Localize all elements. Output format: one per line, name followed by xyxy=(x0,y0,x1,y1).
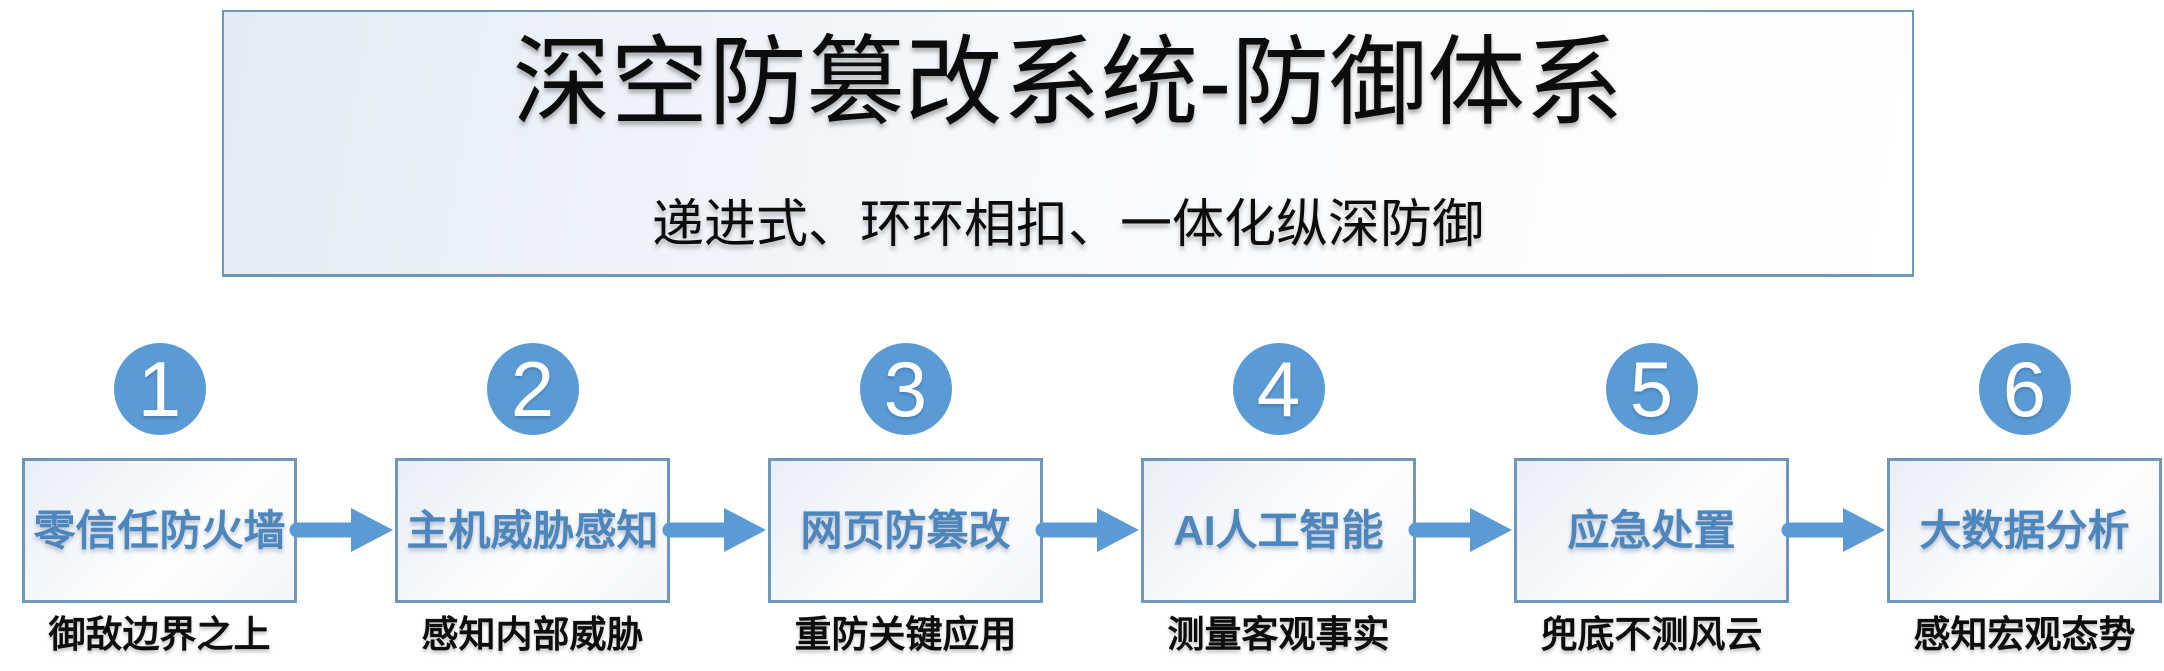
step-number: 5 xyxy=(1629,345,1674,433)
step-number-badge: 4 xyxy=(1232,343,1325,435)
step-caption: 测量客观事实 xyxy=(1167,614,1390,655)
flow-arrow-icon xyxy=(1781,508,1885,552)
step-number-badge: 2 xyxy=(486,343,579,435)
step-box: 网页防篡改 xyxy=(768,458,1043,603)
step-label: 大数据分析 xyxy=(1919,506,2130,554)
step-number-badge: 1 xyxy=(113,343,206,435)
step-caption: 兜底不测风云 xyxy=(1540,614,1763,655)
step-label: 网页防篡改 xyxy=(800,506,1011,554)
step-number: 2 xyxy=(510,345,555,433)
step-column-3: 3 网页防篡改 重防关键应用 xyxy=(768,278,1043,671)
step-number-badge: 3 xyxy=(859,343,952,435)
title-box: 深空防篡改系统-防御体系 递进式、环环相扣、一体化纵深防御 xyxy=(222,10,1914,277)
step-caption: 重防关键应用 xyxy=(794,614,1017,655)
step-label: 应急处置 xyxy=(1567,506,1736,554)
step-number: 4 xyxy=(1256,345,1301,433)
step-box: AI人工智能 xyxy=(1141,458,1416,603)
step-label: AI人工智能 xyxy=(1173,506,1384,554)
step-caption: 感知内部威胁 xyxy=(421,614,644,655)
step-label: 主机威胁感知 xyxy=(406,506,659,554)
step-box: 主机威胁感知 xyxy=(395,458,670,603)
step-number-badge: 6 xyxy=(1978,343,2071,435)
step-number-badge: 5 xyxy=(1605,343,1698,435)
step-label: 零信任防火墙 xyxy=(33,506,286,554)
step-column-2: 2 主机威胁感知 感知内部威胁 xyxy=(395,278,670,671)
step-number: 1 xyxy=(137,345,182,433)
step-box: 大数据分析 xyxy=(1887,458,2162,603)
step-column-4: 4 AI人工智能 测量客观事实 xyxy=(1141,278,1416,671)
step-column-1: 1 零信任防火墙 御敌边界之上 xyxy=(22,278,297,671)
step-box: 应急处置 xyxy=(1514,458,1789,603)
step-box: 零信任防火墙 xyxy=(22,458,297,603)
step-caption: 感知宏观态势 xyxy=(1913,614,2136,655)
flow-arrow-icon xyxy=(289,508,393,552)
flow-arrow-icon xyxy=(1408,508,1512,552)
flow-arrow-icon xyxy=(662,508,766,552)
step-caption: 御敌边界之上 xyxy=(48,614,271,655)
process-flow: 1 零信任防火墙 御敌边界之上 2 主机威胁感知 感知内部威胁 3 网页防篡改 … xyxy=(0,278,2164,671)
step-number: 3 xyxy=(883,345,928,433)
flow-arrow-icon xyxy=(1035,508,1139,552)
step-column-6: 6 大数据分析 感知宏观态势 xyxy=(1887,278,2162,671)
page-title: 深空防篡改系统-防御体系 xyxy=(512,27,1624,137)
step-column-5: 5 应急处置 兜底不测风云 xyxy=(1514,278,1789,671)
page-subtitle: 递进式、环环相扣、一体化纵深防御 xyxy=(651,196,1484,254)
step-number: 6 xyxy=(2002,345,2047,433)
